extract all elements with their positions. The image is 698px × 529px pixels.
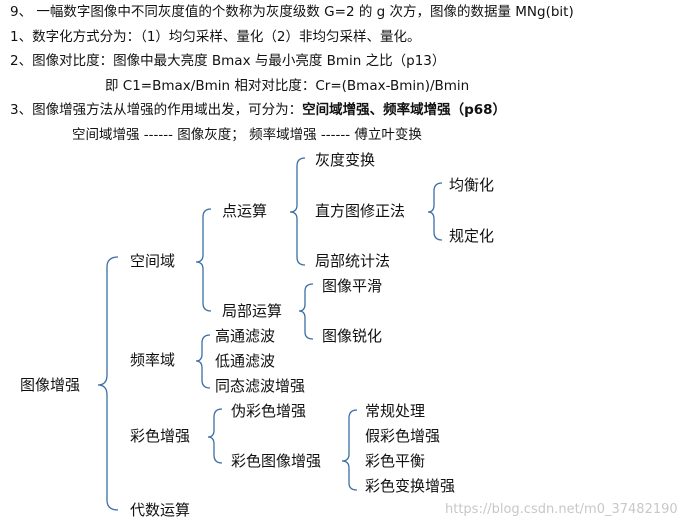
bracket-spatial bbox=[195, 208, 212, 312]
enhancement-bold: 空间域增强、频率域增强（p68） bbox=[302, 102, 507, 118]
node-smooth: 图像平滑 bbox=[322, 277, 383, 295]
node-local-stat: 局部统计法 bbox=[315, 252, 391, 270]
node-equalize: 均衡化 bbox=[449, 176, 495, 194]
bracket-point bbox=[289, 157, 306, 266]
node-homomorphic: 同态滤波增强 bbox=[215, 377, 306, 395]
line-gray-levels: 9、 一幅数字图像中不同灰度值的个数称为灰度级数 G=2 的 g 次方，图像的数… bbox=[10, 4, 574, 20]
node-point-op: 点运算 bbox=[222, 202, 268, 220]
bracket-local bbox=[298, 283, 314, 340]
node-freq: 频率域 bbox=[130, 351, 176, 369]
node-pseudo: 伪彩色增强 bbox=[231, 402, 307, 420]
line-digitization: 1、数字化方式分为：（1）均匀采样、量化（2）非均匀采样、量化。 bbox=[10, 29, 421, 45]
node-local-op: 局部运算 bbox=[222, 302, 283, 320]
line-enhancement: 3、图像增强方法从增强的作用域出发，可分为：空间域增强、频率域增强（p68） bbox=[10, 102, 507, 118]
bracket-hist bbox=[427, 182, 443, 241]
watermark: https://blog.csdn.net/m0_37482190 bbox=[445, 502, 678, 517]
node-sharpen: 图像锐化 bbox=[322, 327, 383, 345]
bracket-color-img bbox=[341, 409, 358, 491]
node-color-balance: 彩色平衡 bbox=[365, 452, 426, 470]
node-false-color: 假彩色增强 bbox=[365, 427, 441, 445]
node-gray-transform: 灰度变换 bbox=[315, 151, 376, 169]
node-color: 彩色增强 bbox=[130, 427, 191, 445]
node-specify: 规定化 bbox=[449, 227, 495, 245]
node-regular: 常规处理 bbox=[365, 402, 426, 420]
node-hist-mod: 直方图修正法 bbox=[315, 202, 406, 220]
node-color-transform: 彩色变换增强 bbox=[365, 477, 456, 495]
line-domain-relation: 空间域增强 ------ 图像灰度； 频率域增强 ------ 傅立叶变换 bbox=[72, 127, 422, 143]
bracket-root bbox=[97, 256, 119, 511]
node-spatial: 空间域 bbox=[130, 252, 176, 270]
line-contrast-formula: 即 C1=Bmax/Bmin 相对对比度：Cr=(Bmax-Bmin)/Bmin bbox=[105, 78, 470, 94]
node-lowpass: 低通滤波 bbox=[215, 352, 276, 370]
enhancement-prefix: 3、图像增强方法从增强的作用域出发，可分为： bbox=[10, 102, 303, 118]
node-highpass: 高通滤波 bbox=[215, 327, 276, 345]
line-contrast: 2、图像对比度：图像中最大亮度 Bmax 与最小亮度 Bmin 之比（p13） bbox=[10, 53, 446, 69]
node-algebra: 代数运算 bbox=[130, 501, 191, 519]
bracket-color bbox=[207, 408, 223, 464]
node-root: 图像增强 bbox=[20, 376, 81, 394]
bracket-freq bbox=[195, 334, 211, 389]
node-color-img: 彩色图像增强 bbox=[231, 452, 322, 470]
